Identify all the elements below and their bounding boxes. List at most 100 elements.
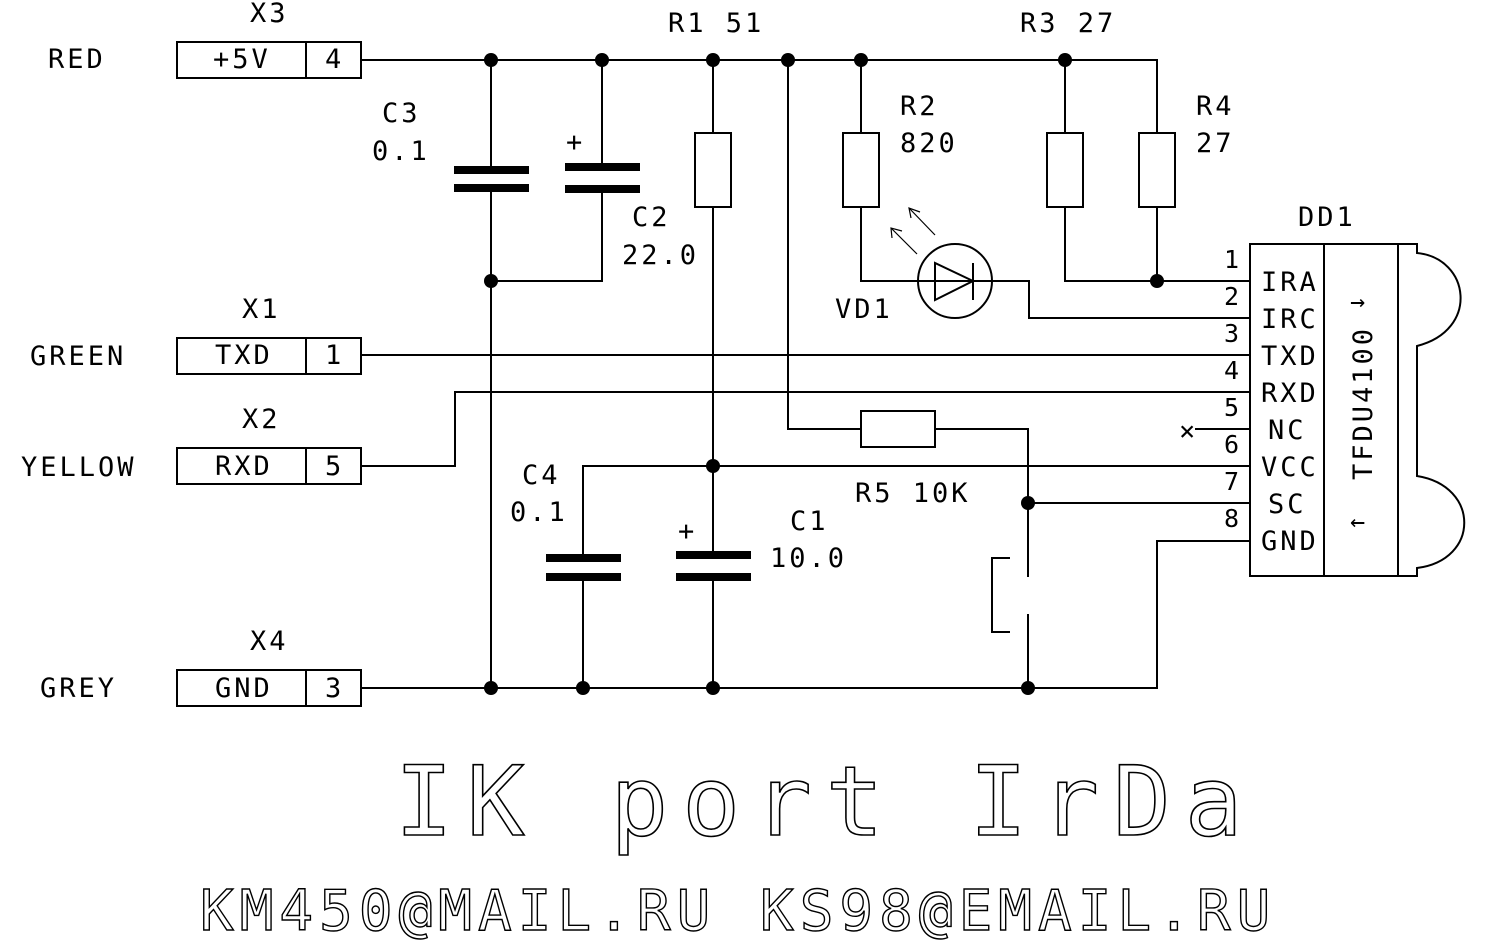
connector-pin: 5 — [325, 451, 344, 482]
connector-x4: X4 GREY GND 3 — [40, 626, 362, 707]
resistor-value: 27 — [1196, 128, 1235, 159]
polarity-plus: + — [566, 127, 585, 158]
resistor-body — [842, 132, 880, 208]
author-email-1: KM450@MAIL.RU — [200, 879, 716, 944]
connector-pin: 3 — [325, 673, 344, 704]
resistor-r2: R2 820 — [842, 91, 958, 208]
capacitor-plate — [454, 184, 529, 192]
connector-ref: X3 — [250, 0, 289, 29]
wire-r2-bottom — [860, 207, 919, 282]
pin-number: 6 — [1224, 430, 1241, 459]
junction-dot — [576, 681, 590, 695]
connector-signal: TXD — [215, 340, 273, 371]
connector-pin: 4 — [325, 44, 344, 75]
wire-color-label: RED — [48, 44, 106, 75]
capacitor-ref: C3 — [382, 98, 421, 129]
ic-part-number: TFDU4100 — [1348, 326, 1379, 480]
switch — [991, 557, 1010, 633]
pin-name: TXD — [1261, 341, 1319, 372]
connector-body — [176, 669, 362, 707]
pin-name: SC — [1268, 489, 1307, 520]
capacitor-plate — [676, 573, 751, 581]
junctions — [484, 53, 1164, 695]
switch-bracket — [991, 557, 1010, 633]
pin-name: GND — [1261, 526, 1319, 557]
capacitor-ref: C1 — [790, 506, 829, 537]
junction-dot — [1058, 53, 1072, 67]
wire-led-to-irc — [991, 280, 1252, 319]
pin-number: 5 — [1224, 393, 1241, 422]
resistor-ref: R2 — [900, 91, 939, 122]
connector-signal: +5V — [213, 44, 271, 75]
schematic-title: IK port IrDa — [395, 746, 1257, 858]
pin-name: RXD — [1261, 378, 1319, 409]
tx-arrow-icon: → — [1350, 287, 1367, 316]
pin-number: 8 — [1224, 504, 1241, 533]
wire-color-label: YELLOW — [21, 452, 137, 483]
connector-body — [176, 447, 362, 485]
resistor-r4: R4 27 — [1138, 91, 1235, 208]
capacitor-c2: + C2 22.0 — [565, 127, 699, 271]
connector-body — [176, 41, 362, 79]
pin-name: IRA — [1261, 267, 1319, 298]
capacitor-value: 0.1 — [510, 497, 568, 528]
capacitor-plate — [546, 554, 621, 562]
capacitor-ref: C4 — [522, 460, 561, 491]
ic-dd1: DD1 → ← TFDU4100 × 1 2 3 4 5 6 7 8 IRA I… — [1179, 202, 1466, 577]
connector-ref: X2 — [242, 404, 281, 435]
resistor-body — [1046, 132, 1084, 208]
resistor-label: R3 27 — [1020, 8, 1116, 39]
connector-ref: X4 — [250, 626, 289, 657]
capacitor-value: 10.0 — [770, 543, 847, 574]
pin-name: IRC — [1261, 304, 1319, 335]
connector-pin: 1 — [325, 340, 344, 371]
resistor-r5: R5 10K — [855, 410, 968, 509]
resistor-r3: R3 27 — [1020, 8, 1116, 208]
capacitor-plate — [676, 551, 751, 559]
nc-cross-icon: × — [1179, 416, 1198, 447]
wires — [361, 59, 1252, 689]
ic-ref: DD1 — [1298, 202, 1356, 233]
wire-vcc-rail — [361, 59, 1158, 133]
capacitor-value: 22.0 — [622, 240, 699, 271]
light-emission-icon — [890, 207, 936, 255]
capacitor-plate — [546, 573, 621, 581]
capacitor-c1: + C1 10.0 — [676, 506, 847, 581]
connector-signal: RXD — [215, 451, 273, 482]
resistor-body — [860, 410, 936, 448]
connector-ref: X1 — [242, 294, 281, 325]
wire-r3-to-ira — [1064, 207, 1252, 282]
resistor-ref: R4 — [1196, 91, 1235, 122]
author-email-2: KS98@EMAIL.RU — [760, 879, 1276, 944]
junction-dot — [854, 53, 868, 67]
capacitor-plate — [565, 185, 640, 193]
pin-number: 1 — [1224, 245, 1241, 274]
rx-arrow-icon: ← — [1350, 507, 1367, 536]
junction-dot — [1150, 274, 1164, 288]
resistor-body — [694, 132, 732, 208]
connector-x2: X2 YELLOW RXD 5 — [21, 404, 362, 485]
connector-x1: X1 GREEN TXD 1 — [30, 294, 362, 375]
wire-c2-bottom — [491, 190, 603, 282]
connector-body — [176, 337, 362, 375]
led-body — [917, 243, 993, 319]
junction-dot — [484, 681, 498, 695]
led-ref: VD1 — [835, 294, 893, 325]
wire-color-label: GREY — [40, 673, 117, 704]
pin-number: 3 — [1224, 319, 1241, 348]
resistor-body — [1138, 132, 1176, 208]
junction-dot — [1021, 681, 1035, 695]
resistor-value: 820 — [900, 128, 958, 159]
junction-dot — [781, 53, 795, 67]
capacitor-plate — [454, 166, 529, 174]
led-vd1: VD1 — [835, 207, 993, 325]
resistor-label: R1 51 — [668, 8, 764, 39]
capacitor-plate — [565, 163, 640, 171]
wire-r5-right — [935, 428, 1029, 577]
junction-dot — [706, 459, 720, 473]
pin-name: VCC — [1261, 452, 1319, 483]
pin-number: 4 — [1224, 356, 1241, 385]
wire-gnd-rail — [361, 540, 1252, 689]
ic-lens-outline — [1398, 243, 1466, 577]
